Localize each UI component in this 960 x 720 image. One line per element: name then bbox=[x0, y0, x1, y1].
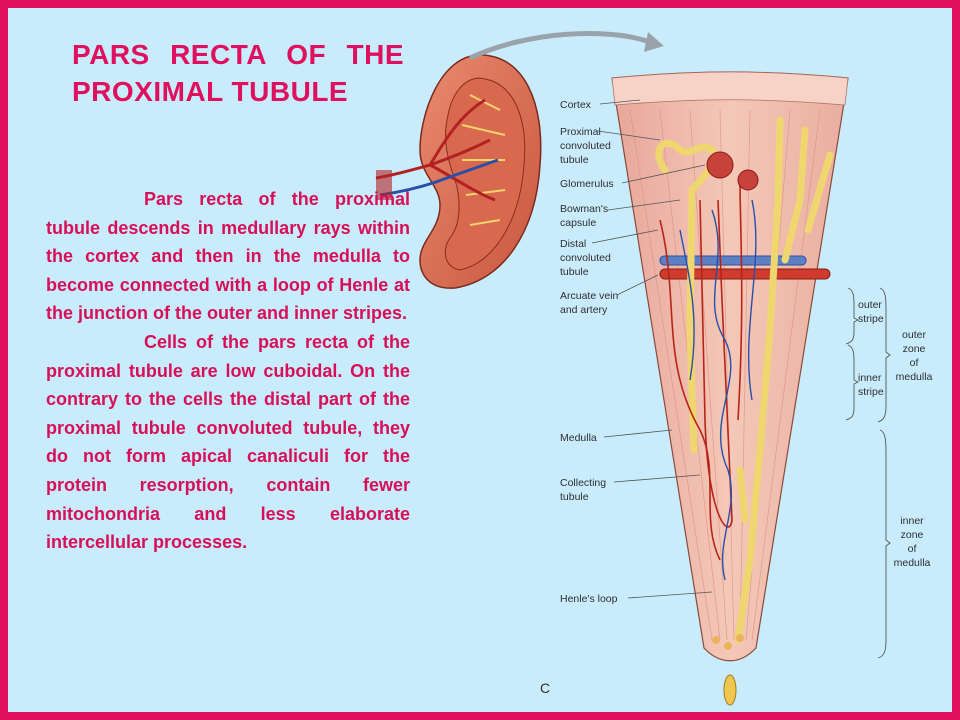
label-cortex: Cortex bbox=[560, 99, 592, 111]
slide-title: PARS RECTA OF THE PROXIMAL TUBULE bbox=[72, 39, 404, 107]
papilla-openings bbox=[712, 634, 744, 650]
proximal-tubule bbox=[655, 139, 719, 454]
label-medulla: Medulla bbox=[560, 432, 597, 444]
label-arcuate-1: Arcuate vein bbox=[560, 290, 619, 302]
diagram-labels: Cortex Proximal convoluted tubule Glomer… bbox=[540, 99, 933, 696]
label-inner-zone-3: of bbox=[908, 543, 917, 555]
label-outer-zone-1: outer bbox=[902, 329, 926, 341]
kidney-illustration bbox=[375, 54, 542, 289]
label-distal-2: convoluted bbox=[560, 252, 611, 264]
label-outer-stripe-1: outer bbox=[858, 299, 882, 311]
collecting-duct-main bbox=[734, 116, 784, 644]
zone-brackets bbox=[845, 287, 891, 659]
label-proximal-2: convoluted bbox=[560, 140, 611, 152]
zoom-arrow-head bbox=[644, 32, 664, 52]
renal-wedge bbox=[611, 71, 849, 706]
label-outer-zone-2: zone bbox=[903, 343, 926, 355]
label-inner-stripe-2: stripe bbox=[858, 386, 884, 398]
paragraph-1: Pars recta of the proximal tubule descen… bbox=[46, 189, 410, 324]
body-text: Pars recta of the proximal tubule descen… bbox=[46, 185, 410, 557]
cortex-band bbox=[611, 71, 849, 106]
label-collecting-2: tubule bbox=[560, 491, 589, 503]
label-outer-stripe-2: stripe bbox=[858, 313, 884, 325]
label-inner-zone-1: inner bbox=[900, 515, 924, 527]
label-collecting-1: Collecting bbox=[560, 477, 606, 489]
label-glomerulus: Glomerulus bbox=[560, 178, 614, 190]
label-outer-zone-3: of bbox=[910, 357, 919, 369]
collecting-duct-branch-1 bbox=[781, 126, 809, 264]
collecting-duct-branch-3 bbox=[736, 466, 749, 524]
urine-drop bbox=[723, 674, 737, 706]
label-distal-3: tubule bbox=[560, 266, 589, 278]
label-bowman-1: Bowman's bbox=[560, 203, 608, 215]
collecting-duct-branch-2 bbox=[804, 151, 834, 234]
label-inner-zone-2: zone bbox=[901, 529, 924, 541]
label-arcuate-2: and artery bbox=[560, 304, 608, 316]
arcuate-artery bbox=[659, 268, 831, 280]
zoom-arrow bbox=[468, 31, 651, 61]
panel-letter: C bbox=[540, 680, 550, 696]
label-outer-zone-4: medulla bbox=[896, 371, 933, 383]
label-inner-zone-4: medulla bbox=[894, 557, 931, 569]
label-henle: Henle's loop bbox=[560, 593, 618, 605]
label-proximal-1: Proximal bbox=[560, 126, 601, 138]
henle-loop bbox=[699, 199, 733, 528]
leader-lines bbox=[591, 99, 713, 599]
paragraph-2: Cells of the pars recta of the proximal … bbox=[46, 331, 410, 553]
label-distal-1: Distal bbox=[560, 238, 586, 250]
glomerulus bbox=[706, 151, 759, 191]
arcuate-vein bbox=[659, 255, 807, 266]
label-proximal-3: tubule bbox=[560, 154, 589, 166]
label-bowman-2: capsule bbox=[560, 217, 596, 229]
label-inner-stripe-1: inner bbox=[858, 372, 882, 384]
